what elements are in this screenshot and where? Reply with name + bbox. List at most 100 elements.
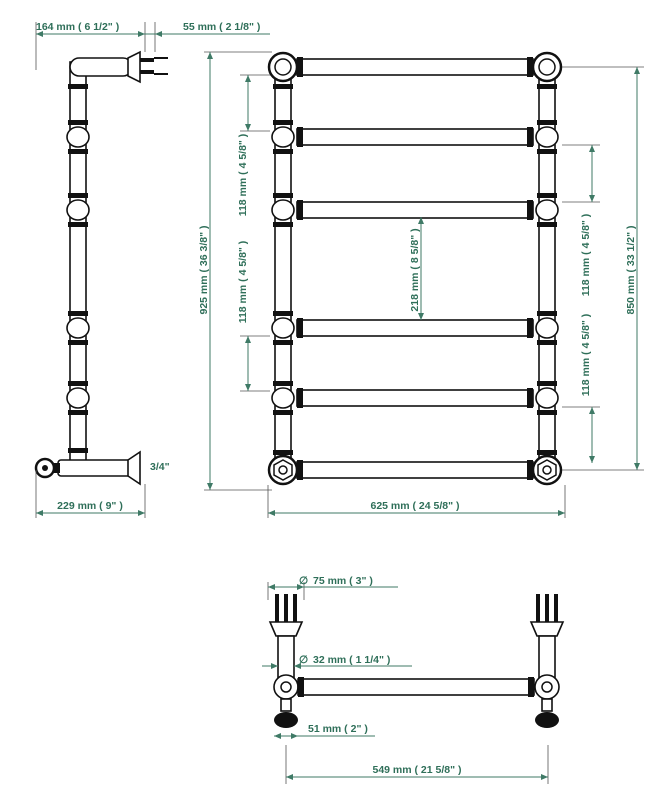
- top-view-left-bracket: [268, 594, 304, 728]
- bar-collar: [297, 57, 303, 77]
- bottom-left-valve-icon: [267, 454, 299, 486]
- column-band: [537, 311, 557, 316]
- dim-middle-gap-label: 218 mm ( 8 5/8" ): [409, 228, 421, 311]
- bar-collar: [527, 200, 533, 220]
- valve-handle-icon: [274, 712, 298, 728]
- valve-stem: [280, 698, 292, 712]
- side-band: [68, 120, 88, 125]
- column-band: [273, 193, 293, 198]
- towel-bar: [296, 201, 534, 219]
- dim-right-spacing-lower-label: 118 mm ( 4 5/8" ): [580, 314, 592, 397]
- side-joint: [66, 199, 90, 221]
- wall-flange: [529, 621, 565, 637]
- column-band: [537, 193, 557, 198]
- column-joint: [271, 387, 295, 409]
- column-joint: [271, 199, 295, 221]
- column-band: [537, 450, 557, 455]
- elbow-joint: [534, 674, 560, 700]
- dim-wall-gap-label: 55 mm ( 2 1/8" ): [183, 21, 260, 33]
- column-band: [537, 149, 557, 154]
- side-bottom-flange: [127, 450, 141, 486]
- column-band: [273, 410, 293, 415]
- side-band: [68, 222, 88, 227]
- bracket-pipe: [538, 635, 556, 679]
- side-top-flange: [127, 50, 141, 84]
- bar-collar: [527, 127, 533, 147]
- side-band: [68, 448, 88, 453]
- dim-total-height-label: 925 mm ( 36 3/8" ): [198, 225, 210, 314]
- dim-center-width-label: 549 mm ( 21 5/8" ): [372, 764, 461, 776]
- wall-plug-pin: [554, 594, 558, 622]
- side-bottom-arm: [57, 459, 133, 477]
- towel-bar: [296, 58, 534, 76]
- side-joint: [66, 387, 90, 409]
- bar-collar: [297, 460, 303, 480]
- column-band: [273, 149, 293, 154]
- top-view-right-bracket: [529, 594, 565, 728]
- side-band: [68, 149, 88, 154]
- side-band: [68, 84, 88, 89]
- bottom-right-valve-icon: [531, 454, 563, 486]
- top-left-ring-icon: [267, 51, 299, 83]
- bar-collar: [297, 318, 303, 338]
- wall-flange: [268, 621, 304, 637]
- valve-handle-icon: [535, 712, 559, 728]
- bar-collar: [297, 388, 303, 408]
- connection-size-label: 3/4": [150, 461, 170, 473]
- valve-stem: [541, 698, 553, 712]
- towel-bar: [296, 319, 534, 337]
- column-band: [273, 311, 293, 316]
- side-joint: [66, 126, 90, 148]
- wall-plug-pin: [293, 594, 297, 622]
- column-band: [537, 340, 557, 345]
- wall-plug-pin: [545, 594, 549, 622]
- wall-plug-icon: [140, 57, 168, 75]
- dim-left-spacing-upper-label: 118 mm ( 4 5/8" ): [237, 134, 249, 217]
- top-right-ring-icon: [531, 51, 563, 83]
- elbow-center: [541, 681, 553, 693]
- side-top-arm: [69, 57, 133, 77]
- top-view-bar: [297, 678, 535, 696]
- side-band: [68, 311, 88, 316]
- elbow-joint: [273, 674, 299, 700]
- column-band: [273, 120, 293, 125]
- diameter-icon: ∅: [299, 654, 308, 666]
- wall-plug-pin: [275, 594, 279, 622]
- column-joint: [271, 317, 295, 339]
- bar-collar: [527, 318, 533, 338]
- side-joint: [66, 317, 90, 339]
- bracket-pipe: [277, 635, 295, 679]
- column-joint: [535, 126, 559, 148]
- diameter-icon: ∅: [299, 575, 308, 587]
- side-band: [68, 410, 88, 415]
- wall-plug-pin: [536, 594, 540, 622]
- side-view: 164 mm ( 6 1/2" ) 55 mm ( 2 1/8" ) 229 m…: [34, 21, 270, 518]
- bar-collar: [527, 388, 533, 408]
- column-band: [273, 381, 293, 386]
- top-view: 75 mm ( 3" ) ∅ 32 mm ( 1 1/4" ) ∅ 51 mm …: [262, 575, 565, 784]
- valve-wheel-icon: [34, 457, 60, 479]
- column-band: [537, 381, 557, 386]
- dim-right-spacing-upper-label: 118 mm ( 4 5/8" ): [580, 214, 592, 297]
- dim-valve-width-label: 51 mm ( 2" ): [308, 723, 368, 735]
- bar-collar: [527, 57, 533, 77]
- towel-bar: [296, 128, 534, 146]
- dim-pipe-diameter-label: 32 mm ( 1 1/4" ): [313, 654, 390, 666]
- dim-total-width-label: 625 mm ( 24 5/8" ): [370, 500, 459, 512]
- column-joint: [271, 126, 295, 148]
- wall-plug-pin: [284, 594, 288, 622]
- side-band: [68, 381, 88, 386]
- towel-bars: [296, 57, 534, 480]
- dim-left-spacing-lower-label: 118 mm ( 4 5/8" ): [237, 241, 249, 324]
- front-decor-bands: [271, 84, 559, 455]
- column-band: [537, 222, 557, 227]
- column-band: [537, 410, 557, 415]
- elbow-center: [280, 681, 292, 693]
- column-joint: [535, 199, 559, 221]
- bar-collar: [297, 200, 303, 220]
- dim-flange-diameter-label: 75 mm ( 3" ): [313, 575, 373, 587]
- side-band: [68, 340, 88, 345]
- side-decor-bands: [66, 84, 90, 453]
- side-band: [68, 193, 88, 198]
- column-band: [537, 84, 557, 89]
